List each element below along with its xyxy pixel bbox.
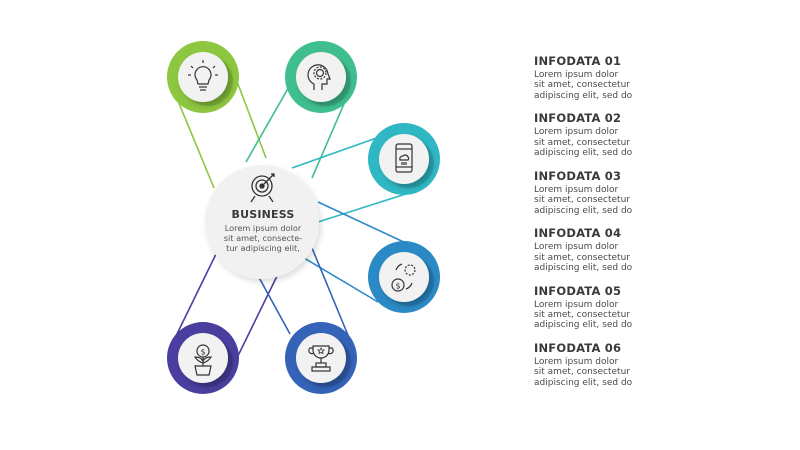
legend-line: adipiscing elit, sed do	[534, 377, 633, 388]
connector-6a	[255, 271, 291, 335]
legend-title: INFODATA 01	[534, 54, 622, 68]
connector-5b	[233, 273, 279, 365]
legend-line: adipiscing elit, sed do	[534, 320, 633, 331]
center-desc: Lorem ipsum dolor sit amet, consecte- tu…	[212, 223, 314, 253]
legend-item: INFODATA 03 Lorem ipsum dolor sit amet, …	[534, 169, 764, 226]
center-desc-line: sit amet, consecte-	[223, 233, 303, 243]
legend-item: INFODATA 06 Lorem ipsum dolor sit amet, …	[534, 341, 764, 398]
legend-item: INFODATA 05 Lorem ipsum dolor sit amet, …	[534, 284, 764, 341]
connector-1b	[237, 83, 267, 159]
legend-line: sit amet, consectetur	[534, 137, 630, 148]
center-desc-line: Lorem ipsum dolor	[224, 223, 302, 233]
legend: INFODATA 01 Lorem ipsum dolor sit amet, …	[534, 54, 764, 398]
legend-line: sit amet, consectetur	[534, 80, 630, 91]
legend-line: sit amet, consectetur	[534, 252, 630, 263]
trophy-icon	[308, 345, 334, 372]
node-3	[368, 123, 440, 195]
legend-line: Lorem ipsum dolor	[534, 127, 619, 138]
legend-line: adipiscing elit, sed do	[534, 90, 633, 101]
legend-line: sit amet, consectetur	[534, 195, 630, 206]
legend-line: Lorem ipsum dolor	[534, 184, 619, 195]
center-title: BUSINESS	[231, 208, 295, 221]
head-gear-icon	[307, 64, 331, 90]
legend-item: INFODATA 02 Lorem ipsum dolor sit amet, …	[534, 111, 764, 168]
connector-4b	[293, 251, 379, 303]
legend-desc: Lorem ipsum dolor sit amet, consectetur …	[534, 357, 764, 388]
legend-desc: Lorem ipsum dolor sit amet, consectetur …	[534, 242, 764, 273]
legend-title: INFODATA 05	[534, 283, 622, 298]
svg-text:$: $	[395, 282, 400, 291]
node-6	[285, 322, 357, 394]
legend-line: sit amet, consectetur	[534, 367, 630, 378]
connector-5a	[175, 253, 217, 337]
legend-line: sit amet, consectetur	[534, 309, 630, 320]
legend-line: Lorem ipsum dolor	[534, 242, 619, 253]
connector-6b	[311, 247, 351, 341]
legend-desc: Lorem ipsum dolor sit amet, consectetur …	[534, 300, 764, 331]
connectors	[175, 83, 413, 365]
legend-line: Lorem ipsum dolor	[534, 299, 619, 310]
smartphone-cloud-icon	[395, 143, 413, 173]
legend-item: INFODATA 01 Lorem ipsum dolor sit amet, …	[534, 54, 764, 111]
connector-1a	[175, 95, 215, 189]
legend-desc: Lorem ipsum dolor sit amet, consectetur …	[534, 127, 764, 158]
legend-line: adipiscing elit, sed do	[534, 205, 633, 216]
legend-desc: Lorem ipsum dolor sit amet, consectetur …	[534, 70, 764, 101]
center-node	[205, 165, 319, 279]
center-circle	[205, 165, 319, 279]
center-desc-line: tur adipiscing elit,	[226, 243, 300, 253]
center-text: BUSINESS Lorem ipsum dolor sit amet, con…	[212, 208, 314, 253]
node-4: $	[368, 241, 440, 313]
legend-item: INFODATA 04 Lorem ipsum dolor sit amet, …	[534, 226, 764, 283]
connector-3b	[317, 191, 413, 223]
node-2	[285, 41, 357, 113]
legend-desc: Lorem ipsum dolor sit amet, consectetur …	[534, 185, 764, 216]
connector-3a	[291, 135, 383, 169]
connector-4a	[317, 201, 409, 245]
connector-2a	[245, 84, 291, 163]
legend-title: INFODATA 03	[534, 168, 622, 183]
plant-money-icon: $	[194, 344, 212, 376]
target-icon	[250, 173, 275, 203]
node-1	[167, 41, 239, 113]
lightbulb-icon	[188, 60, 218, 91]
legend-title: INFODATA 02	[534, 111, 622, 126]
money-cycle-icon: $	[391, 263, 416, 292]
legend-line: Lorem ipsum dolor	[534, 70, 619, 80]
legend-line: adipiscing elit, sed do	[534, 148, 633, 159]
legend-line: Lorem ipsum dolor	[534, 356, 619, 367]
svg-text:$: $	[200, 348, 205, 357]
legend-title: INFODATA 04	[534, 226, 622, 241]
legend-line: adipiscing elit, sed do	[534, 262, 633, 273]
node-5: $	[167, 322, 239, 394]
legend-title: INFODATA 06	[534, 340, 622, 355]
